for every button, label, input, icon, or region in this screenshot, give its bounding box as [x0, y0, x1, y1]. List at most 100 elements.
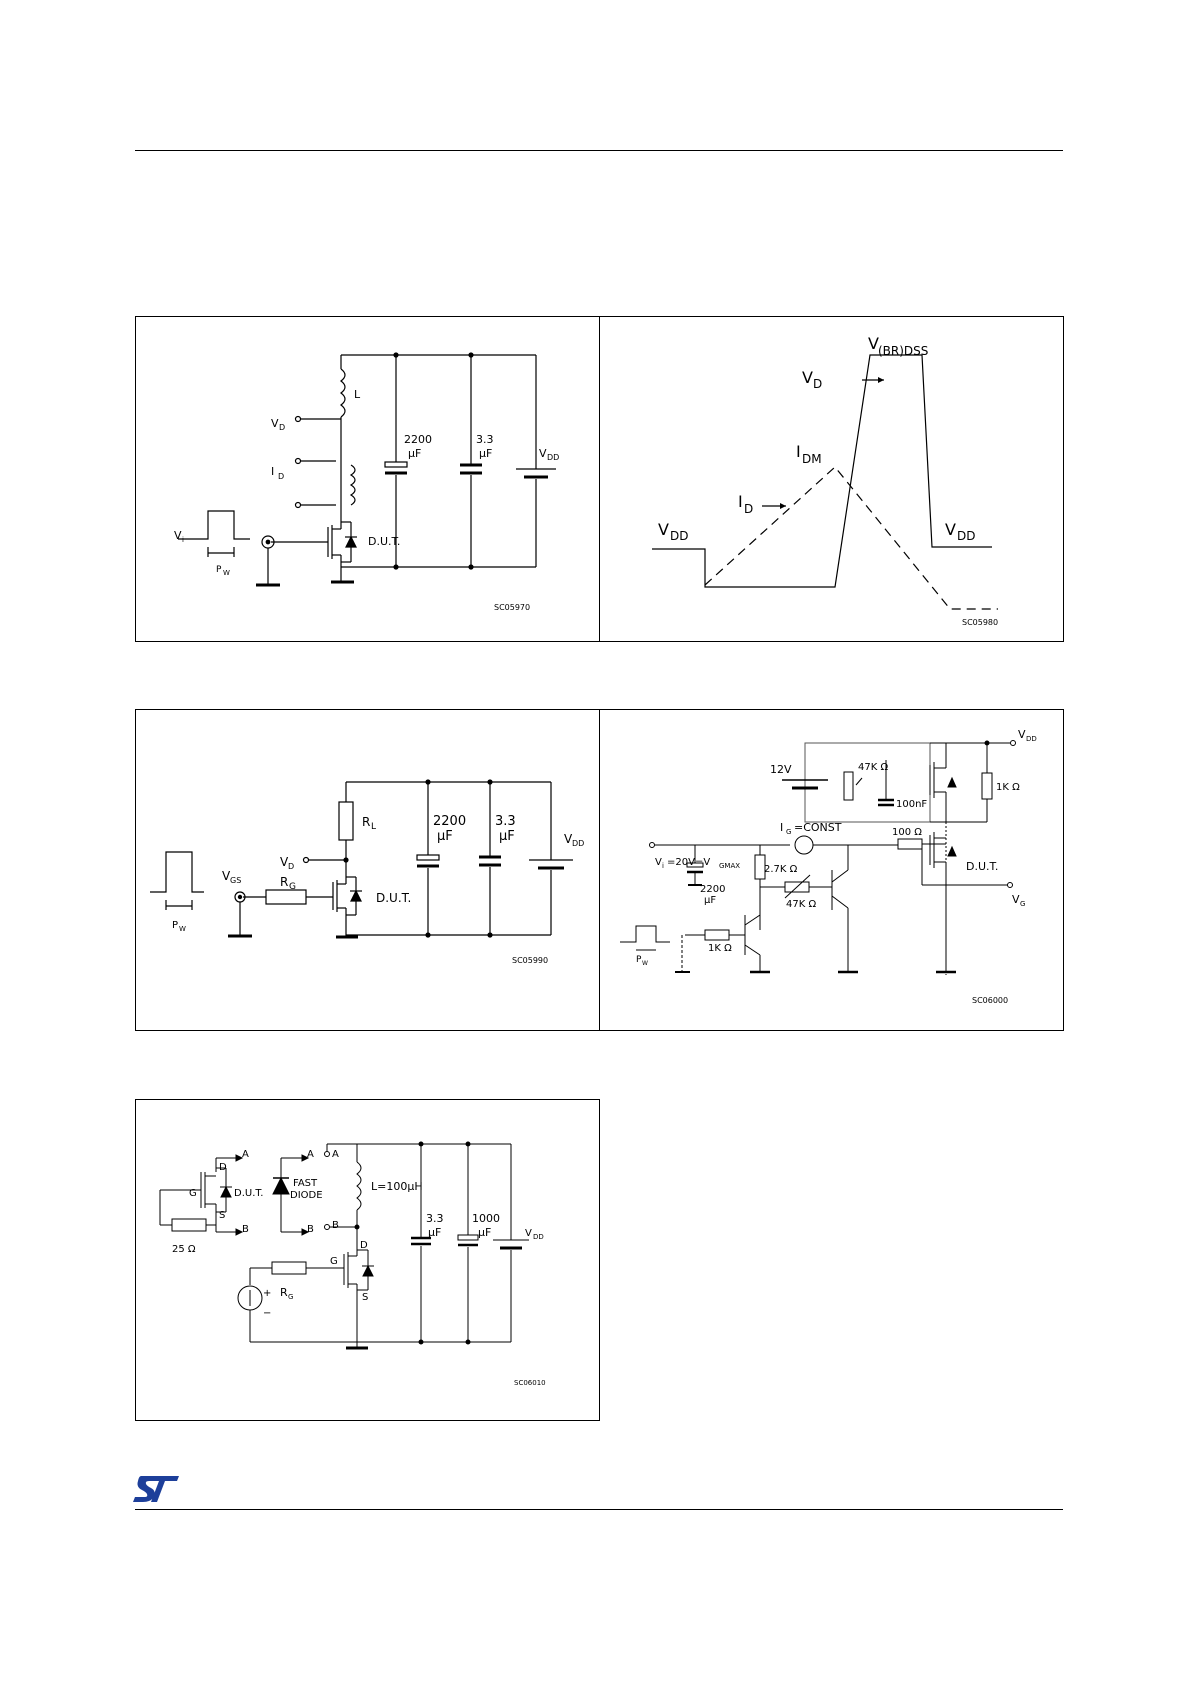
vg-label: V	[1012, 893, 1020, 906]
id-label: I	[271, 465, 274, 478]
vgs-label: V	[222, 869, 231, 883]
input-pulse-waveform	[620, 925, 670, 943]
rl-label: R	[362, 815, 370, 829]
svg-text:D: D	[278, 472, 284, 481]
svg-text:DD: DD	[572, 839, 584, 848]
diode-label: DIODE	[290, 1190, 323, 1201]
svg-text:G: G	[288, 1293, 293, 1301]
capacitor-1000uF	[457, 1141, 479, 1345]
vbr-label: V	[868, 334, 879, 353]
dut-mosfet	[929, 832, 957, 868]
cap1-unit: μF	[428, 1226, 441, 1239]
capacitor-label: 100nF	[896, 799, 927, 810]
dut-mosfet	[332, 875, 362, 938]
capacitor-2200uF	[416, 779, 440, 938]
a-label-diode: A	[307, 1149, 314, 1160]
gate-resistor-rg	[265, 889, 307, 905]
d-label-dut: D	[219, 1162, 227, 1173]
svg-text:DD: DD	[957, 529, 975, 543]
figure-switching-times-test-circuit: R L V D R G V GS P W D.U.T. 2200 μF 3.3 …	[135, 709, 600, 1031]
vdd-right-label: V	[945, 520, 956, 539]
svg-text:G: G	[1020, 900, 1025, 908]
top-mosfet	[929, 743, 957, 822]
capacitor-3.3uF	[411, 1141, 431, 1345]
battery-label: 12V	[770, 763, 792, 776]
battery-12v	[782, 779, 828, 790]
resistor-1k-bottom-label: 1K Ω	[708, 943, 732, 954]
svg-text:=20V=V: =20V=V	[667, 857, 710, 868]
potentiometer-47k	[843, 771, 854, 801]
resistor-1k-bottom	[704, 929, 730, 941]
vd-terminal	[294, 415, 302, 423]
cap1-unit: μF	[408, 447, 421, 460]
svg-text:=CONST: =CONST	[794, 821, 842, 834]
dut-label: D.U.T.	[966, 860, 998, 873]
id-terminal-top	[294, 457, 302, 465]
potentiometer-label: 47K Ω	[858, 762, 888, 773]
top-rail	[340, 354, 536, 369]
pw-label: P	[172, 920, 178, 931]
a-label-terminal: A	[332, 1149, 339, 1160]
inductor-label: L=100μH	[371, 1180, 423, 1193]
vdd-supply	[529, 782, 573, 935]
resistor-47k-label: 47K Ω	[786, 899, 816, 910]
g-label-dut: G	[189, 1188, 197, 1199]
vdd-label: V	[564, 832, 573, 846]
fast-label: FAST	[293, 1178, 318, 1189]
cap1-value: 2200	[404, 433, 432, 446]
plus-label: +	[263, 1288, 271, 1299]
svg-text:D: D	[288, 862, 294, 871]
svg-text:G: G	[786, 828, 791, 836]
s-label-dut: S	[219, 1210, 225, 1221]
inductor-coil	[356, 1161, 362, 1211]
rg-label: R	[280, 1286, 288, 1299]
figure-code: SC05990	[512, 956, 548, 965]
gate-resistor-rg	[271, 1261, 307, 1275]
vd-waveform	[652, 354, 992, 588]
a-label-dut: A	[242, 1149, 249, 1160]
figure-code: SC06000	[972, 996, 1008, 1005]
cap-unit: μF	[704, 895, 716, 906]
cap1-value: 3.3	[426, 1212, 444, 1225]
b-label-diode: B	[307, 1224, 314, 1235]
fast-diode	[272, 1154, 310, 1236]
pw-label: P	[216, 565, 222, 575]
svg-text:i: i	[182, 536, 184, 544]
vd-label: V	[802, 368, 813, 387]
figure-unclamped-inductive-test-circuit: L V D I D V i P W D.U.T. 2200 μF 3.3 μF …	[135, 316, 600, 642]
cap2-unit: μF	[479, 447, 492, 460]
resistor-2.7k-label: 2.7K Ω	[764, 864, 798, 875]
svg-text:W: W	[179, 925, 186, 933]
dut-label: D.U.T.	[368, 535, 400, 548]
input-pulse-waveform	[150, 851, 204, 893]
resistor-1k-top	[981, 772, 993, 800]
resistor-25-label: 25 Ω	[172, 1244, 196, 1255]
vdd-label: V	[525, 1228, 532, 1239]
svg-text:D: D	[279, 423, 285, 432]
vd-label: V	[280, 855, 289, 869]
svg-text:DD: DD	[670, 529, 688, 543]
cap2-value: 1000	[472, 1212, 500, 1225]
cap2-unit: μF	[499, 829, 515, 844]
svg-text:DM: DM	[802, 452, 822, 466]
id-terminal-bottom	[294, 501, 302, 509]
vd-label: V	[271, 417, 279, 430]
id-waveform	[704, 466, 998, 610]
st-logo-icon	[133, 1476, 179, 1502]
svg-text:i: i	[662, 862, 664, 870]
dut-subfigure	[159, 1154, 244, 1236]
resistor-100-label: 100 Ω	[892, 827, 922, 838]
vdd-supply	[516, 355, 556, 567]
svg-text:(BR)DSS: (BR)DSS	[878, 344, 928, 358]
svg-text:G: G	[289, 882, 296, 892]
footer-rule	[135, 1509, 1063, 1510]
vi-label: V	[174, 529, 182, 542]
rg-label: R	[280, 875, 288, 889]
b-label-dut: B	[242, 1224, 249, 1235]
figure-code: SC05980	[962, 618, 998, 627]
minus-label: −	[263, 1308, 271, 1319]
svg-text:D: D	[813, 377, 822, 391]
cap-value: 2200	[700, 884, 725, 895]
d-label-switch: D	[360, 1240, 368, 1251]
cap2-unit: μF	[478, 1226, 491, 1239]
